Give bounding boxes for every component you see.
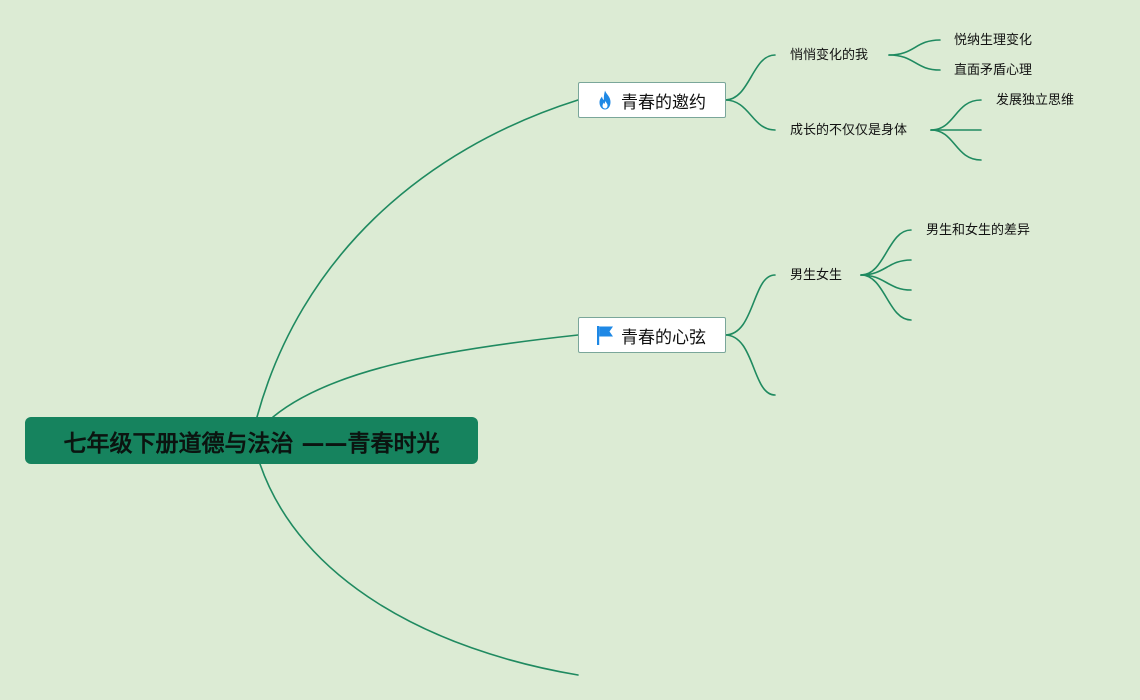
subtopic-b1-1[interactable]: 悄悄变化的我 xyxy=(790,48,869,63)
connector-b1s1-leaf2 xyxy=(888,54,941,71)
branch-topic-2-label: 青春的心弦 xyxy=(621,327,706,348)
branch-topic-1-label: 青春的邀约 xyxy=(621,92,706,113)
connector-root-branch-1 xyxy=(256,99,579,418)
connector-b2s1-leaf4 xyxy=(860,274,912,321)
fire-icon xyxy=(595,89,615,111)
leaf-b1s2-1[interactable]: 发展独立思维 xyxy=(996,93,1075,108)
subtopic-b1-2[interactable]: 成长的不仅仅是身体 xyxy=(790,123,908,138)
root-title: 七年级下册道德与法治 ——青春时光 xyxy=(63,430,440,457)
connector-b1s2-leaf3 xyxy=(930,129,982,161)
leaf-b1s1-2[interactable]: 直面矛盾心理 xyxy=(954,63,1033,78)
connector-b1-sub1 xyxy=(724,54,776,101)
subtopic-b2-1[interactable]: 男生女生 xyxy=(790,268,843,283)
connector-b1s1-leaf1 xyxy=(888,39,941,56)
branch-topic-2[interactable]: 青春的心弦 xyxy=(578,317,726,353)
connector-root-branch-2 xyxy=(272,334,579,418)
root-topic[interactable]: 七年级下册道德与法治 ——青春时光 xyxy=(25,417,478,464)
connector-root-branch-3 xyxy=(259,463,579,676)
branch-topic-1[interactable]: 青春的邀约 xyxy=(578,82,726,118)
connector-b2s1-leaf1 xyxy=(860,229,912,276)
leaf-b2s1-1[interactable]: 男生和女生的差异 xyxy=(926,223,1031,238)
connector-b1-sub2 xyxy=(724,99,776,131)
connector-b2-sub2 xyxy=(724,334,776,396)
flag-icon xyxy=(595,324,615,346)
leaf-b1s1-1[interactable]: 悦纳生理变化 xyxy=(954,33,1033,48)
connector-b1s2-leaf1 xyxy=(930,99,982,131)
connector-b2-sub1 xyxy=(724,274,776,336)
